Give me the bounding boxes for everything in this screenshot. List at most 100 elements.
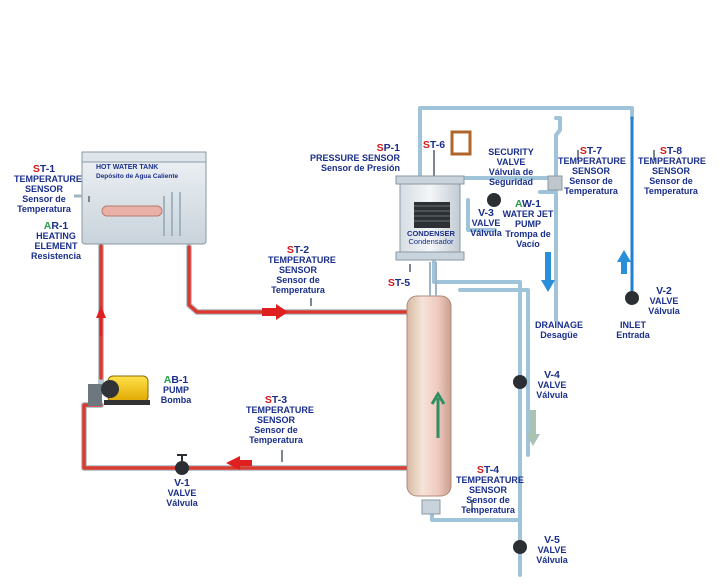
label-line: SENSOR bbox=[468, 485, 507, 495]
label-inlet: INLET Entrada bbox=[606, 320, 660, 340]
label-v4: V-4 VALVE Válvula bbox=[530, 370, 574, 400]
label-line: Sensor de bbox=[276, 275, 320, 285]
label-line: SENSOR bbox=[571, 166, 610, 176]
code-prefix: S bbox=[264, 394, 272, 406]
label-line: Sensor de bbox=[466, 495, 510, 505]
label-sp1: SP-1 PRESSURE SENSOR Sensor de Presión bbox=[300, 143, 400, 173]
label-line: TEMPERATURE bbox=[268, 255, 336, 265]
code-rest: B-1 bbox=[171, 374, 189, 386]
label-line: TEMPERATURE bbox=[638, 156, 706, 166]
label-line: Temperatura bbox=[564, 186, 618, 196]
label-line: Vacío bbox=[516, 239, 540, 249]
pump-ab1 bbox=[88, 375, 150, 406]
label-line: VALVE bbox=[471, 218, 501, 228]
label-line: Válvula bbox=[470, 228, 502, 238]
label-line: TEMPERATURE bbox=[558, 156, 626, 166]
label-line: Sensor de bbox=[22, 194, 66, 204]
label-line: TEMPERATURE bbox=[14, 174, 82, 184]
code-rest: T-3 bbox=[271, 394, 288, 406]
label-line: Válvula bbox=[648, 306, 680, 316]
label-line: Válvula bbox=[536, 390, 568, 400]
code-prefix: A bbox=[514, 198, 522, 210]
label-security-valve: SECURITY VALVE Válvula de Seguridad bbox=[478, 147, 544, 187]
label-st2: ST-2 TEMPERATURE SENSOR Sensor de Temper… bbox=[268, 244, 336, 295]
label-line: SENSOR bbox=[256, 415, 295, 425]
label-v3: V-3 VALVE Válvula bbox=[466, 208, 506, 238]
condenser bbox=[395, 130, 472, 261]
blue-flow-arrows bbox=[541, 250, 631, 292]
label-line: Válvula bbox=[536, 555, 568, 565]
label-line: Temperatura bbox=[271, 285, 325, 295]
label-line: INLET bbox=[620, 320, 646, 330]
label-st1: ST-1 TEMPERATURE SENSOR Sensor de Temper… bbox=[14, 163, 82, 214]
label-v2: V-2 VALVE Válvula bbox=[642, 286, 686, 316]
code-prefix: S bbox=[387, 277, 395, 289]
code-rest: R-1 bbox=[51, 220, 69, 232]
label-line: Sensor de bbox=[569, 176, 613, 186]
code-rest: T-1 bbox=[39, 163, 56, 175]
label-line: VALVE bbox=[537, 380, 567, 390]
label-v1: V-1 VALVE Válvula bbox=[162, 478, 202, 508]
label-line: SENSOR bbox=[278, 265, 317, 275]
label-line: Trompa de bbox=[505, 229, 551, 239]
condenser-subtitle: Condensador bbox=[408, 237, 454, 246]
valve-v3-symbol bbox=[487, 193, 501, 207]
hot-water-tank bbox=[74, 151, 207, 245]
code-prefix: S bbox=[476, 464, 484, 476]
valve-v1-symbol bbox=[175, 454, 189, 475]
label-line: Temperatura bbox=[249, 435, 303, 445]
label-line: Sensor de Presión bbox=[320, 163, 400, 173]
tank-subtitle: Depósito de Agua Caliente bbox=[96, 173, 179, 180]
label-line: HEATING bbox=[36, 231, 76, 241]
label-st7: ST-7 TEMPERATURE SENSOR Sensor de Temper… bbox=[558, 146, 626, 196]
code-prefix: S bbox=[376, 142, 384, 154]
label-line: SENSOR bbox=[651, 166, 690, 176]
label-line: Sensor de bbox=[254, 425, 298, 435]
label-line: Temperatura bbox=[461, 505, 515, 515]
condenser-label: CONDENSER Condensador bbox=[403, 230, 459, 246]
code-rest: W-1 bbox=[521, 198, 542, 210]
label-line: TEMPERATURE bbox=[246, 405, 314, 415]
label-line: VALVE bbox=[496, 157, 526, 167]
code-prefix: A bbox=[163, 374, 172, 386]
code-rest: T-5 bbox=[394, 277, 411, 289]
label-st5: ST-5 bbox=[385, 277, 413, 289]
label-line: ELEMENT bbox=[34, 241, 78, 251]
tank-title: HOT WATER TANK bbox=[96, 164, 159, 171]
label-line: Entrada bbox=[616, 330, 650, 340]
label-line: PRESSURE SENSOR bbox=[309, 153, 400, 163]
label-line: Temperatura bbox=[17, 204, 71, 214]
valve-code: V-1 bbox=[174, 477, 190, 489]
label-line: SECURITY bbox=[488, 147, 534, 157]
grey-flow-arrow bbox=[526, 410, 540, 446]
cold-piping bbox=[418, 106, 634, 577]
label-aw1: AW-1 WATER JET PUMP Trompa de Vacío bbox=[500, 199, 556, 249]
condenser-title: CONDENSER bbox=[407, 229, 455, 238]
label-line: Seguridad bbox=[488, 177, 533, 187]
label-line: PUMP bbox=[514, 219, 541, 229]
label-line: Válvula bbox=[166, 498, 198, 508]
label-line: WATER JET bbox=[502, 209, 554, 219]
label-st3: ST-3 TEMPERATURE SENSOR Sensor de Temper… bbox=[246, 394, 314, 445]
code-prefix: S bbox=[32, 163, 40, 175]
valve-v4-symbol bbox=[513, 375, 527, 389]
code-rest: T-2 bbox=[293, 244, 310, 256]
column bbox=[406, 262, 452, 515]
code-rest: T-6 bbox=[429, 139, 446, 151]
label-st8: ST-8 TEMPERATURE SENSOR Sensor de Temper… bbox=[638, 145, 706, 196]
code-rest: T-4 bbox=[483, 464, 500, 476]
label-line: DRAINAGE bbox=[534, 320, 583, 330]
valve-code: V-4 bbox=[544, 369, 560, 381]
code-rest: P-1 bbox=[383, 142, 400, 154]
code-rest: T-8 bbox=[666, 145, 683, 157]
label-line: Desagüe bbox=[540, 330, 578, 340]
label-line: VALVE bbox=[167, 488, 197, 498]
label-line: SENSOR bbox=[24, 184, 63, 194]
label-st4: ST-4 TEMPERATURE SENSOR Sensor de Temper… bbox=[456, 464, 524, 515]
label-line: Válvula de bbox=[488, 167, 534, 177]
label-line: VALVE bbox=[649, 296, 679, 306]
valve-code: V-3 bbox=[478, 207, 494, 219]
label-drainage: DRAINAGE Desagüe bbox=[528, 320, 590, 340]
code-prefix: S bbox=[659, 145, 667, 157]
